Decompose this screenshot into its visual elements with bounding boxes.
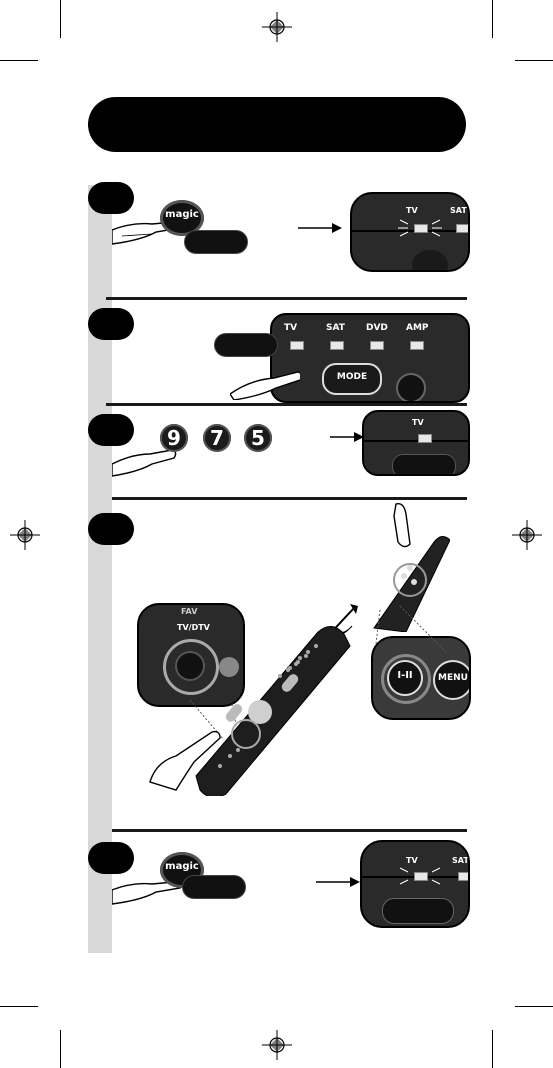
tv-led [414,872,428,881]
hand-pressing-icon [112,449,177,477]
digit-key-7[interactable]: 7 [203,424,231,452]
arrow-right-icon [298,223,342,233]
sat-led [456,224,468,233]
tvdtv-button[interactable] [175,651,205,681]
rocker-knob [396,373,426,401]
section-header-bar [88,97,466,152]
crop-mark [0,60,38,61]
menu-button-zoom: I-II MENU [371,636,471,720]
hand-pressing-icon [230,371,300,400]
amp-led [410,341,424,350]
arrow-right-icon [330,432,364,442]
mode-label-dvd: DVD [366,323,388,333]
tvdtv-label: TV/DTV [177,623,210,632]
led-label-tv: TV [406,206,418,215]
mode-panel-zoom: TV SAT DVD AMP MODE [270,313,470,403]
hold-duration-label [182,875,246,899]
menu-button-label: MENU [438,673,468,683]
magic-button-label: magic [165,209,199,220]
led-label-sat: SAT [452,856,469,865]
tvdtv-button-zoom: FAV TV/DTV [137,603,245,707]
registration-mark-icon [262,12,292,42]
original-remote-illustration [373,503,450,632]
crop-mark [515,60,553,61]
step-divider [106,403,467,406]
sat-led [330,341,344,350]
led-indicator-zoom: TV SAT [350,192,470,272]
hand-pressing-icon [149,730,221,791]
registration-mark-icon [10,520,40,550]
tv-led [414,224,428,233]
blink-rays-icon [399,867,441,885]
step-3-badge [88,414,134,446]
step-4-badge [88,513,134,545]
digit-key-5[interactable]: 5 [244,424,272,452]
i-ii-button[interactable]: I-II [387,660,423,696]
step-divider [112,497,467,500]
led-label-sat: SAT [450,206,467,215]
magic-button-label: magic [165,861,199,872]
mode-label-sat: SAT [326,323,345,333]
registration-mark-icon [512,520,542,550]
mode-label-amp: AMP [406,323,429,333]
menu-button[interactable]: MENU [433,660,469,700]
tv-led [290,341,304,350]
step-2-badge [88,308,134,340]
mode-button-label: MODE [336,372,368,382]
crop-mark [0,1006,38,1007]
digit-key-9[interactable]: 9 [160,424,188,452]
led-label-tv: TV [406,856,418,865]
blink-rays-icon [398,219,442,237]
crop-mark [515,1006,553,1007]
mode-label-tv: TV [284,323,298,333]
led-label-tv: TV [412,418,424,427]
hold-duration-label [392,454,456,474]
step-progress-strip [88,185,112,953]
step-divider [112,829,467,832]
sat-led [458,872,468,881]
crop-mark [60,0,61,38]
hold-duration-label [184,230,248,254]
led-indicator-zoom: TV SAT [360,840,470,928]
crop-mark [492,0,493,38]
registration-mark-icon [262,1030,292,1060]
universal-remote-illustration [195,626,351,796]
arrow-right-icon [316,877,360,887]
step-5-badge [88,842,134,874]
hold-duration-label [382,898,454,924]
fav-label: FAV [181,607,198,616]
crop-mark [60,1030,61,1068]
crop-mark [492,1030,493,1068]
led-indicator-zoom: TV [362,410,470,476]
tv-led [418,434,432,443]
step-1-badge [88,182,134,214]
dvd-led [370,341,384,350]
i-ii-button-label: I-II [397,670,413,681]
hold-duration-label [214,333,278,357]
mode-button[interactable]: MODE [322,363,382,395]
step-divider [106,297,467,300]
